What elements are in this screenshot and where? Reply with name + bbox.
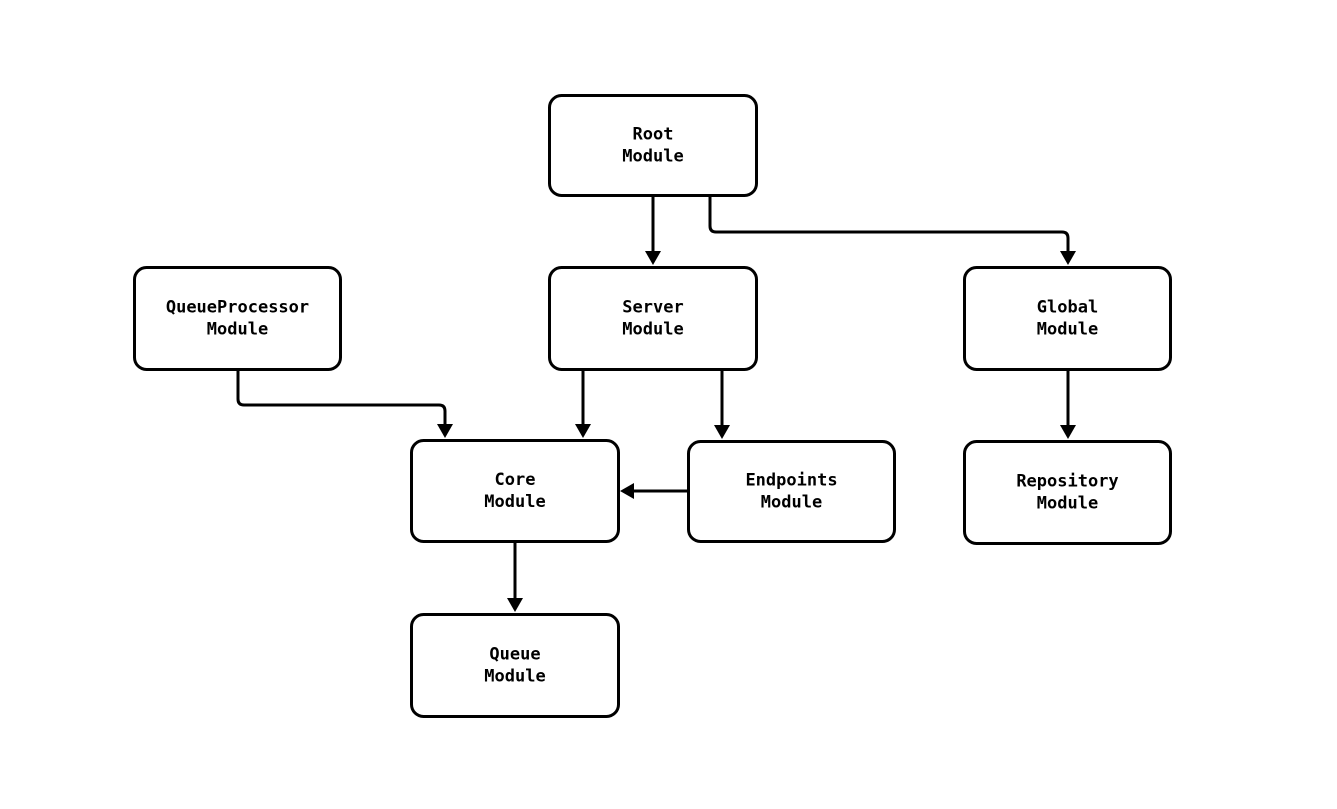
node-label-primary: QueueProcessor <box>166 298 309 318</box>
edge-server-to-endpoints <box>714 371 730 439</box>
arrowhead-icon <box>507 598 523 612</box>
arrowhead-icon <box>620 483 634 499</box>
node-label-secondary: Module <box>207 320 268 340</box>
edge-global-to-repository <box>1060 371 1076 439</box>
node-label-primary: Queue <box>489 645 540 665</box>
node-box[interactable] <box>548 266 758 371</box>
node-box[interactable] <box>548 94 758 197</box>
node-label-primary: Repository <box>1016 472 1118 492</box>
arrowhead-icon <box>714 425 730 439</box>
node-label-secondary: Module <box>1037 320 1098 340</box>
node-label-secondary: Module <box>622 320 683 340</box>
node-label-primary: Endpoints <box>745 471 837 491</box>
edge-line <box>236 371 447 425</box>
node-label-secondary: Module <box>484 492 545 512</box>
arrowhead-icon <box>1060 251 1076 265</box>
edge-endpoints-to-core <box>620 483 687 499</box>
node-box[interactable] <box>133 266 342 371</box>
arrowhead-icon <box>1060 425 1076 439</box>
node-box[interactable] <box>410 439 620 543</box>
node-box[interactable] <box>687 440 896 543</box>
node-box[interactable] <box>410 613 620 718</box>
node-box[interactable] <box>963 440 1172 545</box>
edges-layer <box>236 197 1076 612</box>
edge-root-to-server <box>645 197 661 265</box>
node-label-secondary: Module <box>484 667 545 687</box>
edge-line <box>708 197 1070 252</box>
nodes-layer: RootModuleQueueProcessorModuleServerModu… <box>133 94 1172 718</box>
node-label-secondary: Module <box>622 147 683 167</box>
edge-server-to-core <box>575 371 591 438</box>
edge-queueprocessor-to-core <box>236 371 453 438</box>
node-label-primary: Global <box>1037 298 1098 318</box>
node-label-primary: Core <box>495 470 536 490</box>
node-label-primary: Root <box>633 125 674 145</box>
arrowhead-icon <box>437 424 453 438</box>
edge-root-to-global <box>708 197 1076 265</box>
arrowhead-icon <box>575 424 591 438</box>
node-label-secondary: Module <box>1037 494 1098 514</box>
arrowhead-icon <box>645 251 661 265</box>
edge-core-to-queue <box>507 543 523 612</box>
node-label-primary: Server <box>622 298 683 318</box>
node-box[interactable] <box>963 266 1172 371</box>
node-label-secondary: Module <box>761 493 822 513</box>
